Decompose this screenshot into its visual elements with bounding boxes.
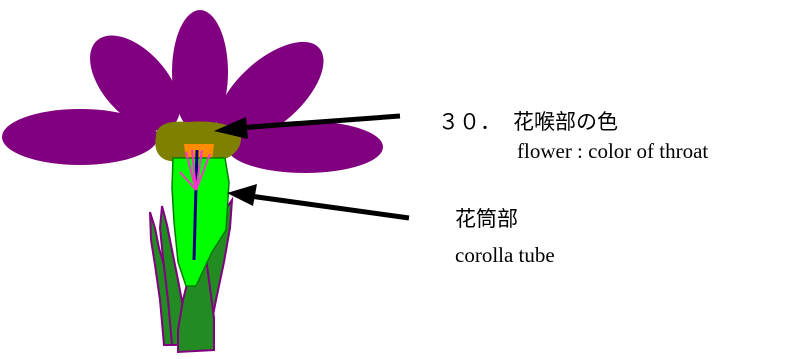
- label-tube-japanese: 花筒部: [455, 207, 518, 231]
- label-throat: ３０． 花喉部の色 flower : color of throat: [438, 110, 708, 163]
- label-tube: 花筒部 corolla tube: [455, 207, 555, 267]
- label-throat-japanese: 花喉部の色: [513, 110, 618, 134]
- svg-text:３０．花喉部の色: ３０． 花喉部の色: [438, 110, 618, 134]
- label-tube-english: corolla tube: [455, 243, 555, 267]
- arrow-tube-shaft: [250, 196, 409, 218]
- trait-number: ３０．: [438, 110, 501, 134]
- label-throat-english: flower : color of throat: [517, 139, 708, 163]
